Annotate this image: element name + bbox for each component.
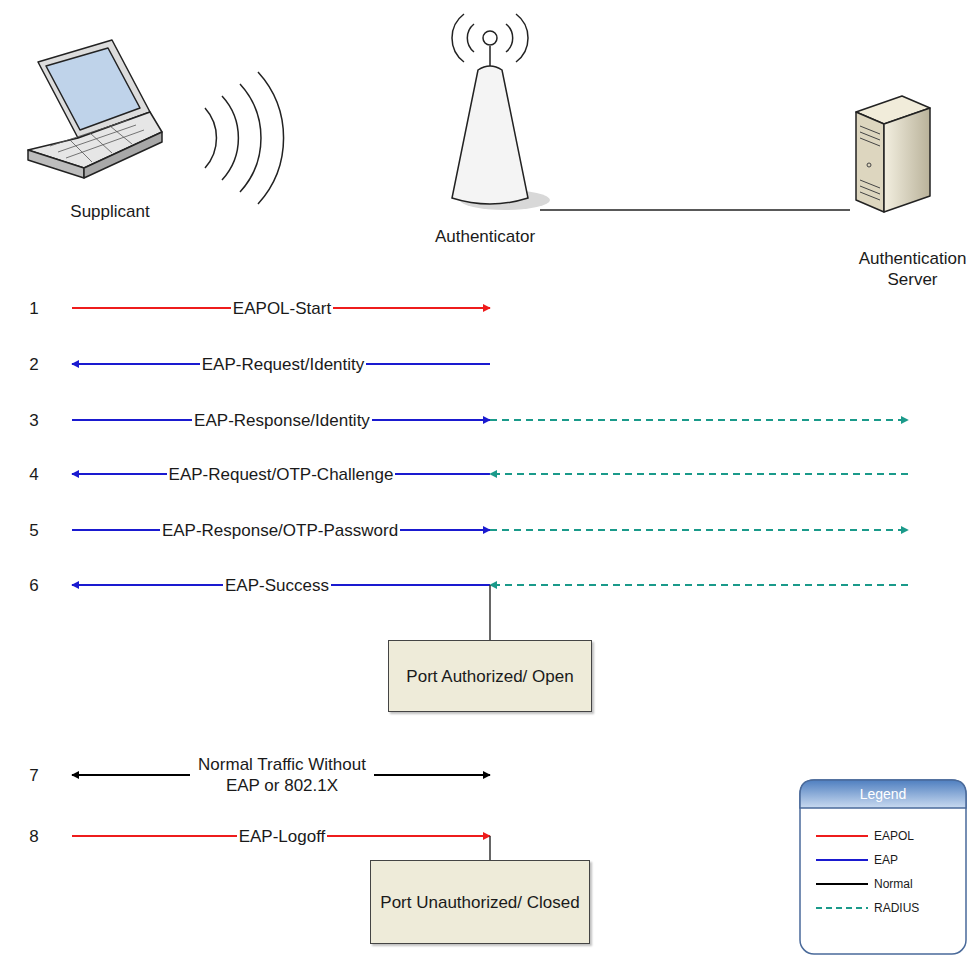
legend-label: EAP — [874, 853, 898, 868]
supplicant-node: Supplicant — [40, 40, 180, 222]
port-state-box: Port Authorized/ Open — [388, 640, 592, 712]
network-link — [540, 209, 850, 211]
step-number: 1 — [29, 298, 38, 319]
access-point-icon — [452, 14, 550, 210]
node-label: Supplicant — [70, 201, 149, 222]
step-number: 3 — [29, 410, 38, 431]
port-state-box: Port Unauthorized/ Closed — [370, 860, 590, 944]
legend-title: Legend — [860, 785, 907, 803]
server-icon — [856, 96, 930, 212]
node-label: Port Authorized/ Open — [406, 666, 573, 687]
message-arrows — [72, 308, 908, 860]
legend-line-sample — [816, 835, 868, 837]
message-label: EAP-Response/Identity — [192, 410, 372, 431]
authenticator-node: Authenticator — [430, 10, 540, 247]
node-label: Port Unauthorized/ Closed — [380, 892, 579, 913]
legend-label: RADIUS — [874, 901, 919, 916]
legend-label: Normal — [874, 877, 913, 892]
message-label: EAP-Logoff — [237, 826, 328, 847]
step-number: 8 — [29, 826, 38, 847]
message-label: EAP-Response/OTP-Password — [160, 520, 400, 541]
message-label: EAP-Request/OTP-Challenge — [167, 464, 396, 485]
message-label: Normal Traffic Without EAP or 802.1X — [190, 754, 374, 796]
legend-line-sample — [816, 907, 868, 909]
laptop-icon — [28, 40, 162, 178]
message-label: EAP-Request/Identity — [200, 354, 367, 375]
node-label: Authentication Server — [850, 248, 975, 290]
step-number: 2 — [29, 354, 38, 375]
step-number: 6 — [29, 575, 38, 596]
wireless-waves — [205, 72, 284, 204]
step-number: 7 — [29, 765, 38, 786]
legend-line-sample — [816, 883, 868, 885]
step-number: 4 — [29, 464, 38, 485]
message-label: EAP-Success — [223, 575, 331, 596]
server-node: Authentication Server — [850, 90, 975, 290]
node-label: Authenticator — [435, 226, 535, 247]
message-label: EAPOL-Start — [231, 298, 333, 319]
legend-label: EAPOL — [874, 829, 914, 844]
legend-frame — [800, 780, 966, 954]
step-number: 5 — [29, 520, 38, 541]
legend-line-sample — [816, 859, 868, 861]
